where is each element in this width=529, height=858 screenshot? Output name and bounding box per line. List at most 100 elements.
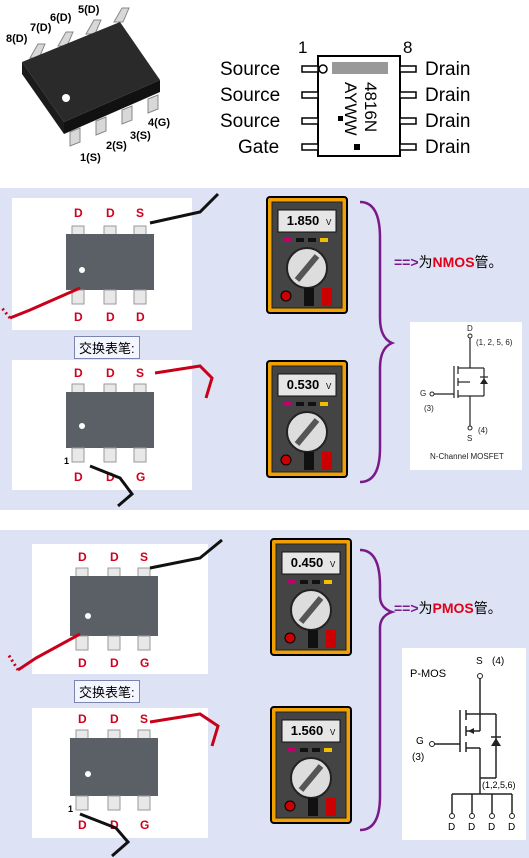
pinout-pin8-number: 8 — [403, 38, 413, 57]
pmos-photo1-chip — [70, 567, 158, 651]
nmos-photo2-top-letter-1: D — [74, 366, 83, 380]
pkg-pin5-label: 5(D) — [78, 4, 100, 16]
pmos-meter2-unit: V — [330, 728, 336, 737]
pmos-photo1-bottom-letter-3: G — [140, 656, 150, 670]
pmos-photo1-top-letter-3: S — [140, 550, 149, 564]
pmos-photo2-bottom-letter-3: G — [140, 818, 150, 832]
pinout-right-label-2: Drain — [425, 85, 471, 106]
pmos-photo-2: D D S 1 D D G — [32, 708, 208, 838]
pmos-photo2-top-letter-3: S — [140, 712, 149, 726]
nmos-symbol-d: D — [467, 324, 473, 333]
nmos-symbol-caption: N-Channel MOSFET — [430, 452, 504, 461]
pinout-left-label-1: Source — [220, 59, 281, 80]
nmos-result-suffix: 管。 — [474, 254, 503, 270]
nmos-photo1-chip — [66, 225, 154, 305]
pinout-right-label-1: Drain — [425, 59, 471, 80]
pmos-symbol-d-2: D — [468, 822, 476, 833]
pmos-photo2-top-letter-2: D — [110, 712, 119, 726]
nmos-result-text: ==>为NMOS管。 — [394, 252, 503, 272]
pkg-pin3-label: 3(S) — [130, 130, 151, 142]
nmos-multimeter1-body — [266, 196, 348, 314]
pmos-symbol-box: P-MOS S (4) G (3) (1,2,5,6) D D D D — [402, 648, 526, 840]
pinout-chip-text-2: AYWW — [341, 82, 360, 136]
pkg-pin6-label: 6(D) — [50, 12, 72, 24]
nmos-symbol-s-pin: (4) — [478, 426, 488, 435]
nmos-symbol-d-pins: (1, 2, 5, 6) — [476, 338, 513, 347]
nmos-meter2-reading: 0.530 — [286, 377, 320, 392]
pkg-pin1-label: 1(S) — [80, 152, 101, 164]
pmos-symbol-s-pin: (4) — [492, 656, 505, 667]
pmos-symbol-d-1: D — [448, 822, 456, 833]
so8-package-illustration: 8(D) 7(D) 6(D) 5(D) 1(S) 2(S) 3(S) 4(G) — [0, 0, 200, 175]
pinout-pin1-number: 1 — [298, 38, 308, 57]
pmos-photo-1: D D S D D G — [32, 544, 208, 674]
pkg-pin2-label: 2(S) — [106, 140, 127, 152]
pinout-left-label-2: Source — [220, 85, 281, 106]
pmos-multimeter-2: 1.560 V — [270, 706, 352, 824]
nmos-meter1-unit: V — [326, 218, 332, 227]
nmos-photo2-bottom-letter-1: D — [74, 470, 83, 484]
nmos-photo1-bottom-letter-3: D — [136, 310, 145, 324]
pmos-photo1-bottom-letter-2: D — [110, 656, 119, 670]
nmos-meter1-reading: 1.850 — [286, 213, 320, 228]
pmos-multimeter1-body — [270, 538, 352, 656]
pmos-symbol-g-pin: (3) — [412, 752, 425, 763]
nmos-photo2-bottom-letter-3: G — [136, 470, 146, 484]
pmos-symbol-d-3: D — [488, 822, 496, 833]
pmos-photo1-top-letter-1: D — [78, 550, 87, 564]
nmos-meter2-unit: V — [326, 382, 332, 391]
nmos-symbol-g-pin: (3) — [424, 404, 434, 413]
pmos-meter1-unit: V — [330, 560, 336, 569]
nmos-photo1-top-letter-3: S — [136, 206, 145, 220]
pmos-photo1-top-letter-2: D — [110, 550, 119, 564]
nmos-symbol-box: D (1, 2, 5, 6) G (3) (4) S N-Channel MOS… — [410, 322, 522, 470]
pmos-meter2-reading: 1.560 — [290, 723, 324, 738]
pmos-test-panel: D D S D D G 交换表笔: D D S 1 D D G — [0, 530, 529, 858]
nmos-probe-leads — [0, 192, 220, 508]
nmos-test-panel: D D S D D D 交换表笔: D D S 1 D D G — [0, 188, 529, 510]
nmos-result-bracket — [359, 200, 396, 484]
pkg-pin7-label: 7(D) — [30, 22, 52, 34]
nmos-photo2-chip — [66, 383, 154, 463]
pmos-result-suffix: 管。 — [473, 600, 502, 616]
pmos-symbol-g: G — [416, 736, 424, 747]
pmos-symbol-s: S — [476, 656, 483, 667]
nmos-photo-2: D D S 1 D D G — [12, 360, 192, 490]
pmos-result-bracket — [359, 548, 396, 832]
pmos-symbol-d-pins: (1,2,5,6) — [482, 780, 516, 790]
nmos-photo1-bottom-letter-1: D — [74, 310, 83, 324]
pinout-diagram: 1 8 Source Source Source Gate Drain Drai… — [210, 38, 529, 163]
pmos-result-arrow: ==> — [394, 600, 419, 616]
pinout-left-label-3: Source — [220, 111, 281, 132]
nmos-symbol-g: G — [420, 389, 427, 398]
nmos-result-type: NMOS — [432, 254, 475, 270]
nmos-swap-probes-label: 交换表笔: — [74, 336, 140, 359]
pmos-multimeter-1: 0.450 V — [270, 538, 352, 656]
so8-package-drawing — [22, 7, 160, 147]
nmos-photo1-bottom-letter-2: D — [106, 310, 115, 324]
pmos-photo2-pin1-mark: 1 — [68, 804, 74, 814]
pmos-symbol-d-4: D — [508, 822, 516, 833]
nmos-photo2-pin1-mark: 1 — [64, 456, 70, 466]
nmos-result-prefix: 为 — [418, 254, 433, 270]
nmos-photo2-top-letter-2: D — [106, 366, 115, 380]
pmos-result-prefix: 为 — [418, 600, 433, 616]
pmos-symbol-title: P-MOS — [410, 668, 447, 680]
nmos-photo2-bottom-letter-2: D — [106, 470, 115, 484]
nmos-photo1-top-letter-1: D — [74, 206, 83, 220]
pinout-chip-text-1: 4816N — [361, 82, 380, 133]
pinout-right-label-4: Drain — [425, 137, 471, 158]
pmos-result-text: ==>为PMOS管。 — [394, 598, 502, 618]
pkg-pin4-label: 4(G) — [148, 117, 170, 129]
pmos-photo1-bottom-letter-1: D — [78, 656, 87, 670]
pmos-multimeter2-body — [270, 706, 352, 824]
nmos-multimeter-1: 1.850 V — [266, 196, 348, 314]
pinout-left-label-4: Gate — [238, 137, 280, 158]
pmos-meter1-reading: 0.450 — [290, 555, 324, 570]
pmos-photo2-top-letter-1: D — [78, 712, 87, 726]
nmos-mosfet-symbol — [429, 333, 488, 431]
nmos-multimeter2-body — [266, 360, 348, 478]
pmos-photo2-bottom-letter-1: D — [78, 818, 87, 832]
pmos-probe-leads — [6, 538, 223, 858]
pmos-photo2-chip — [70, 729, 158, 811]
